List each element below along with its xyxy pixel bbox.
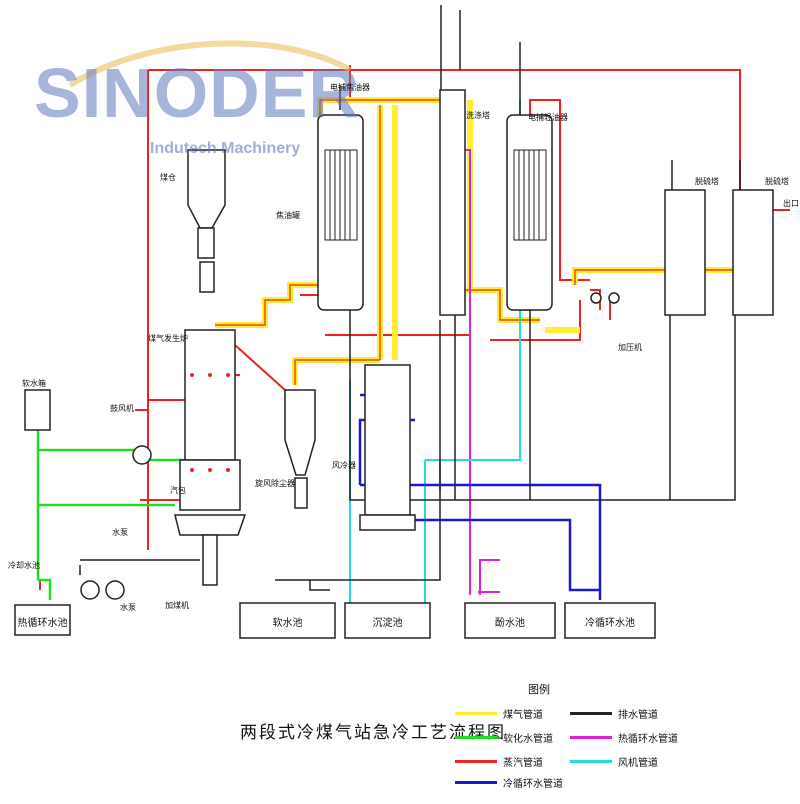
softwater-lines: [36, 410, 185, 600]
legend-swatch: [455, 736, 497, 739]
legend-item-drain: 排水管道: [570, 706, 730, 721]
label-tar-tank: 焦油罐: [276, 211, 300, 220]
legend-title: 图例: [528, 683, 550, 696]
label-pump-2: 水泵: [120, 603, 136, 612]
legend-label: 热循环水管道: [618, 734, 678, 745]
equipment-shapes: [14, 89, 774, 639]
legend-swatch: [455, 781, 497, 784]
logo-swoosh: [68, 40, 352, 88]
label-gasifier: 煤气发生炉: [148, 334, 188, 343]
pumps: [80, 292, 620, 600]
legend-label: 风机管道: [618, 758, 658, 769]
legend-swatch: [570, 760, 612, 763]
label-steam-drum: 汽包: [170, 486, 186, 495]
label-water-pump: 水泵: [112, 528, 128, 537]
gasifier-markers: [190, 373, 230, 472]
wind-lines: [349, 100, 521, 610]
ep-tubes: [324, 149, 547, 241]
label-outlet: 出口: [783, 199, 799, 208]
pool-shape-5: [14, 604, 71, 636]
gasifier-shape: [184, 329, 236, 461]
label-fan: 鼓风机: [110, 404, 134, 413]
label-coal-bin: 煤仓: [160, 173, 176, 182]
wash-tower-shape: [439, 89, 466, 316]
pool-label-5: 热循环水池: [17, 618, 68, 629]
diagram-title: 两段式冷煤气站急冷工艺流程图: [240, 723, 506, 743]
pool-label-2: 沉淀池: [372, 618, 403, 629]
desulf-1-shape: [664, 189, 706, 316]
legend-label: 蒸汽管道: [503, 758, 543, 769]
pool-label-3: 酚水池: [495, 618, 525, 629]
legend-item-wind: 风机管道: [570, 754, 730, 769]
legend-item-softwater: 软化水管道: [455, 730, 615, 745]
legend-label: 煤气管道: [503, 710, 543, 721]
label-desulf-2: 脱硫塔: [765, 177, 789, 186]
vent-stacks: [339, 5, 741, 195]
hotwater-lines: [465, 149, 500, 595]
legend-label: 冷循环水管道: [503, 779, 563, 790]
pool-shape-2: [344, 602, 431, 639]
legend-swatch: [570, 736, 612, 739]
label-air-cooler: 风冷器: [332, 461, 356, 470]
pool-label-1: 软水池: [272, 618, 303, 629]
pool-shape-4: [564, 602, 656, 639]
label-ep-lower: 电捕轻油器: [528, 113, 568, 122]
pool-shape-1: [239, 602, 336, 639]
legend-label: 软化水管道: [503, 734, 553, 745]
label-wash-tower: 洗涤塔: [466, 111, 490, 120]
label-cyclone: 旋风除尘器: [255, 479, 295, 488]
air-cooler-shape: [364, 364, 411, 516]
legend-item-gas: 煤气管道: [455, 706, 615, 721]
desulf-2-shape: [732, 189, 774, 316]
legend-item-hotwater: 热循环水管道: [570, 730, 730, 745]
soft-tank-shape: [24, 389, 51, 431]
legend-swatch: [570, 712, 612, 715]
logo-tagline: Indutech Machinery: [150, 140, 301, 157]
legend-item-steam: 蒸汽管道: [455, 754, 615, 769]
brand-logo: SINODER Indutech Machinery: [30, 40, 360, 170]
label-soft-tank: 软水箱: [22, 379, 46, 388]
pool-label-4: 冷循环水池: [585, 618, 635, 629]
legend-item-circwater: 冷循环水管道: [455, 775, 615, 790]
pool-shape-3: [464, 602, 556, 639]
cyclone-shape: [284, 389, 316, 476]
legend-swatch: [455, 712, 497, 715]
label-blower: 加压机: [618, 343, 642, 352]
label-ep-upper: 电捕焦油器: [330, 83, 370, 92]
label-coal-feeder: 加煤机: [165, 601, 189, 610]
label-cooling-pool: 冷却水池: [8, 561, 40, 570]
legend-swatch: [455, 760, 497, 763]
label-desulf-1: 脱硫塔: [695, 177, 719, 186]
legend-label: 排水管道: [618, 710, 658, 721]
logo-wordmark: SINODER: [34, 54, 360, 132]
